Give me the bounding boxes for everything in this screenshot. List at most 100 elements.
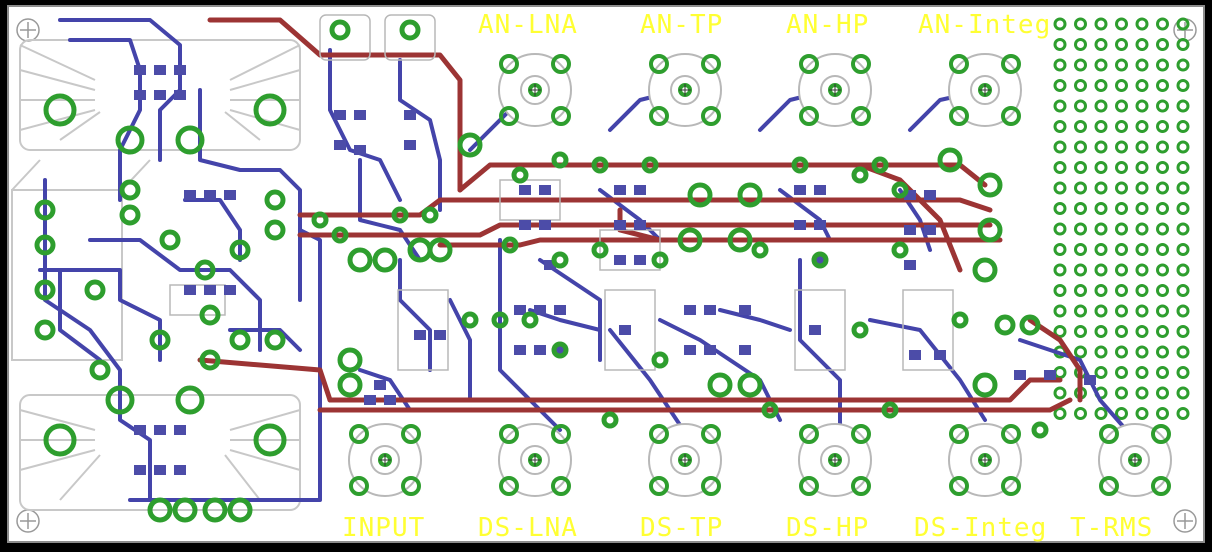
proto-pad — [1094, 99, 1108, 113]
through-hole-pad — [34, 319, 56, 341]
through-hole-pad — [264, 219, 286, 241]
smd-pad — [814, 220, 826, 230]
proto-pad — [1053, 243, 1067, 256]
smd-pad — [539, 220, 551, 230]
through-hole-pad — [399, 19, 421, 41]
smd-pad — [134, 90, 146, 100]
proto-pad — [1176, 243, 1190, 256]
proto-pad — [1115, 58, 1128, 72]
proto-pad — [1115, 17, 1128, 31]
through-hole-pad — [972, 372, 998, 398]
smd-pad — [544, 260, 556, 270]
proto-pad — [1115, 325, 1128, 338]
through-hole-pad — [311, 211, 329, 229]
smd-pad — [174, 425, 186, 435]
coax-connector — [798, 53, 872, 127]
proto-pad — [1156, 386, 1169, 400]
proto-pad — [1135, 366, 1149, 379]
through-hole-pad — [707, 372, 733, 398]
smd-pad — [134, 465, 146, 475]
proto-pad — [1135, 79, 1149, 92]
through-hole-pad — [119, 179, 141, 201]
label-ds-integ: DS-Integ — [914, 513, 1047, 543]
proto-pad — [1156, 263, 1169, 277]
proto-pad — [1176, 407, 1190, 420]
through-hole-pad — [881, 401, 899, 419]
proto-pad — [1176, 181, 1190, 195]
proto-pad — [1094, 38, 1108, 51]
through-hole-pad — [427, 237, 453, 263]
smd-pad — [204, 190, 216, 200]
proto-pad — [1074, 120, 1087, 133]
through-hole-pad — [34, 234, 56, 256]
proto-pad — [1094, 366, 1108, 379]
through-hole-pad — [149, 329, 171, 351]
proto-pad — [1094, 120, 1108, 133]
smd-pad — [619, 325, 631, 335]
proto-pad — [1176, 99, 1190, 113]
smd-pad — [174, 465, 186, 475]
proto-pad — [1053, 38, 1067, 51]
through-hole-pad — [175, 125, 205, 155]
proto-pad — [1053, 99, 1067, 113]
proto-pad — [1115, 263, 1128, 277]
proto-pad — [1115, 99, 1128, 113]
smd-pad — [519, 185, 531, 195]
smd-pad — [554, 305, 566, 315]
proto-pad — [1156, 161, 1169, 174]
proto-pad — [1156, 38, 1169, 51]
proto-pad — [1156, 284, 1169, 297]
proto-pad — [1135, 202, 1149, 215]
through-hole-pad — [851, 321, 869, 339]
smd-pad — [354, 145, 366, 155]
through-hole-pad — [601, 411, 619, 429]
proto-pad — [1156, 325, 1169, 338]
proto-pad — [1115, 161, 1128, 174]
proto-pad — [1135, 38, 1149, 51]
proto-pad — [1135, 140, 1149, 154]
through-hole-pad — [391, 206, 409, 224]
proto-pad — [1074, 407, 1087, 420]
proto-pad — [1074, 79, 1087, 92]
proto-pad — [1115, 202, 1128, 215]
through-hole-pad — [457, 132, 483, 158]
through-hole-pad — [511, 166, 529, 184]
proto-pad — [1053, 304, 1067, 318]
proto-pad — [1094, 325, 1108, 338]
proto-pad — [1094, 181, 1108, 195]
proto-pad — [1115, 284, 1128, 297]
through-hole-pad — [687, 182, 713, 208]
smd-pad — [1084, 375, 1096, 385]
through-hole-pad — [229, 329, 251, 351]
proto-pad — [1115, 304, 1128, 318]
coax-connector — [798, 423, 872, 497]
proto-pad — [1115, 407, 1128, 420]
proto-pad — [1074, 263, 1087, 277]
smd-pad — [704, 305, 716, 315]
proto-pad — [1176, 222, 1190, 236]
through-hole-pad — [34, 199, 56, 221]
proto-pad — [1156, 181, 1169, 195]
board-outline — [7, 5, 1205, 543]
proto-pad — [1135, 181, 1149, 195]
through-hole-pad — [891, 241, 909, 259]
smd-pad — [174, 65, 186, 75]
smd-pad — [434, 330, 446, 340]
proto-pad — [1053, 161, 1067, 174]
proto-pad — [1156, 304, 1169, 318]
through-hole-pad — [43, 93, 77, 127]
through-hole-pad — [737, 182, 763, 208]
smd-pad — [924, 190, 936, 200]
proto-pad — [1135, 17, 1149, 31]
proto-pad — [1074, 161, 1087, 174]
label-ds-tp: DS-TP — [640, 513, 723, 543]
through-hole-pad — [551, 341, 569, 359]
proto-pad — [1094, 79, 1108, 92]
proto-pad — [1135, 161, 1149, 174]
through-hole-pad — [972, 257, 998, 283]
label-an-tp: AN-TP — [640, 10, 723, 40]
through-hole-pad — [761, 401, 779, 419]
proto-pad — [1053, 407, 1067, 420]
through-hole-pad — [641, 156, 659, 174]
